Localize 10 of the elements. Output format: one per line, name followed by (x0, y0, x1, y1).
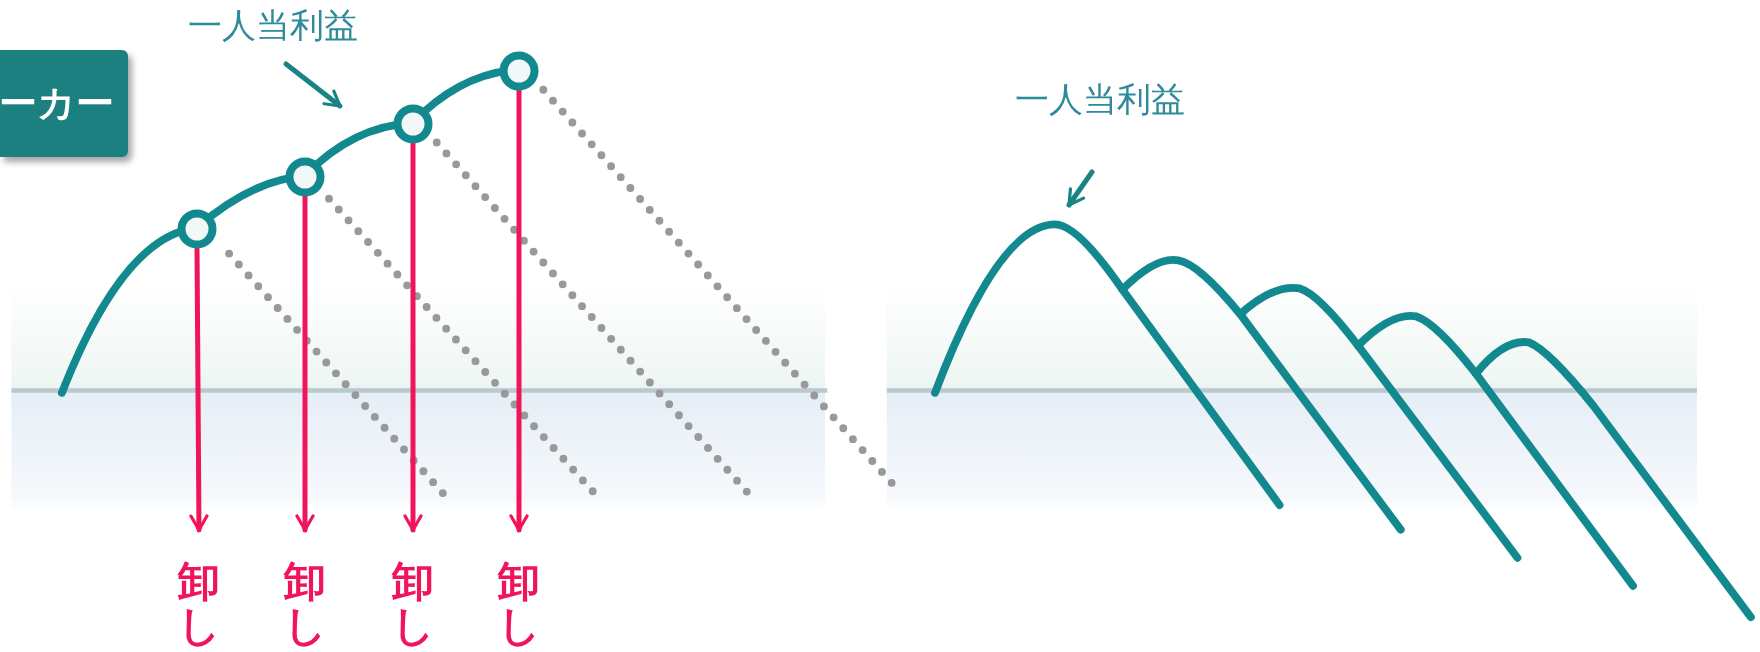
wholesale-label: 卸し (281, 560, 329, 652)
wholesale-label: 卸し (175, 560, 223, 652)
label-box: ーカー (0, 50, 128, 157)
arrow (283, 61, 343, 109)
arrow (1066, 169, 1095, 208)
wholesale-label: 卸し (495, 560, 543, 652)
annotation-label: 一人当利益 (188, 8, 378, 48)
profit-curves-drawing (931, 220, 1755, 622)
annotation-label: 一人当利益 (1015, 82, 1205, 122)
wholesale-label: 卸し (389, 560, 437, 652)
